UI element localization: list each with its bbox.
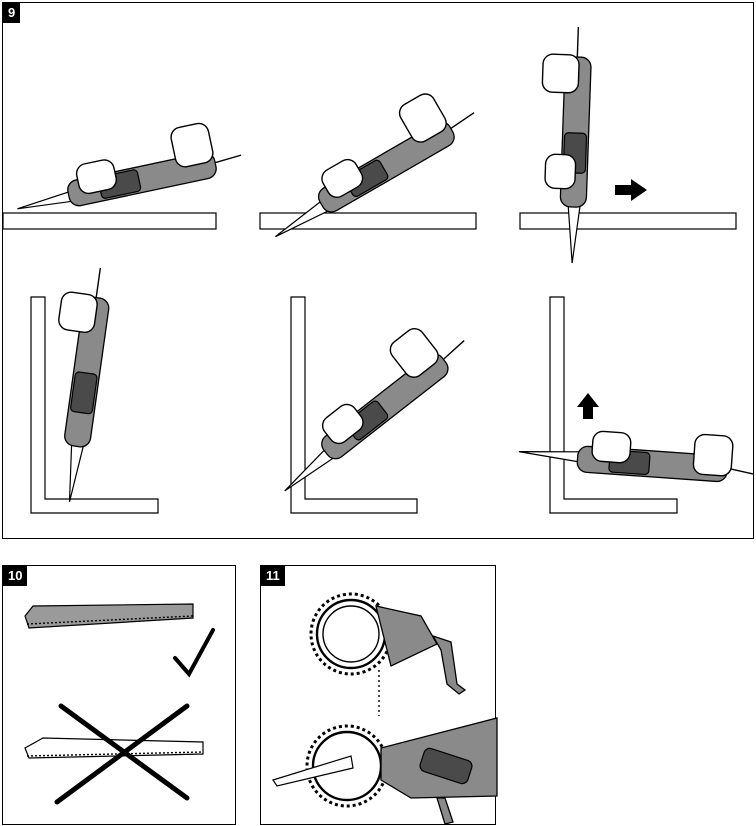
rear-hand <box>169 122 214 169</box>
scene-corner-angled <box>254 297 474 513</box>
saw-blade <box>16 192 72 213</box>
saw-grip <box>70 372 97 415</box>
saw-blade <box>64 444 84 503</box>
rear-hand <box>58 291 99 334</box>
figure-11-illustrations <box>261 566 497 826</box>
figure-10-illustrations <box>3 566 237 826</box>
figure-9-panel: 9 <box>2 2 754 539</box>
figure-9-illustrations <box>3 3 755 540</box>
workpiece-surface <box>520 213 736 229</box>
figure-10-panel: 10 <box>2 565 236 825</box>
power-cord <box>215 155 242 163</box>
pipe-clamp-attachment <box>311 594 465 716</box>
power-cord <box>450 113 475 129</box>
front-hand <box>591 431 631 464</box>
saw-body <box>318 350 452 463</box>
clamp-handle <box>437 798 453 824</box>
scene-corner-vertical <box>31 263 158 513</box>
power-cord <box>577 27 578 57</box>
incorrect-blade <box>25 738 203 758</box>
front-hand <box>545 154 576 189</box>
clamp-handle <box>433 636 465 694</box>
scene-vertical-plunge <box>520 26 736 264</box>
check-mark-icon <box>175 630 213 674</box>
figure-11-panel: 11 <box>260 565 496 825</box>
scene-tilting <box>250 76 482 243</box>
rear-hand <box>542 54 579 93</box>
saw-blade <box>280 449 333 494</box>
correct-blade <box>25 604 193 628</box>
saw-blade <box>566 205 580 263</box>
scene-flat-start <box>3 116 244 229</box>
clamp-body <box>376 606 437 666</box>
saw-blade <box>518 448 579 462</box>
power-cord <box>442 341 465 360</box>
workpiece-surface <box>3 213 216 229</box>
saw-blade-straight <box>25 604 193 628</box>
power-cord <box>96 268 100 298</box>
arrow-up-icon <box>577 393 599 419</box>
rear-hand <box>693 434 734 477</box>
arrow-right-icon <box>615 179 647 201</box>
corner-workpiece <box>550 297 677 513</box>
scene-corner-horizontal <box>518 297 756 513</box>
pipe-clamp-with-saw <box>273 718 497 824</box>
